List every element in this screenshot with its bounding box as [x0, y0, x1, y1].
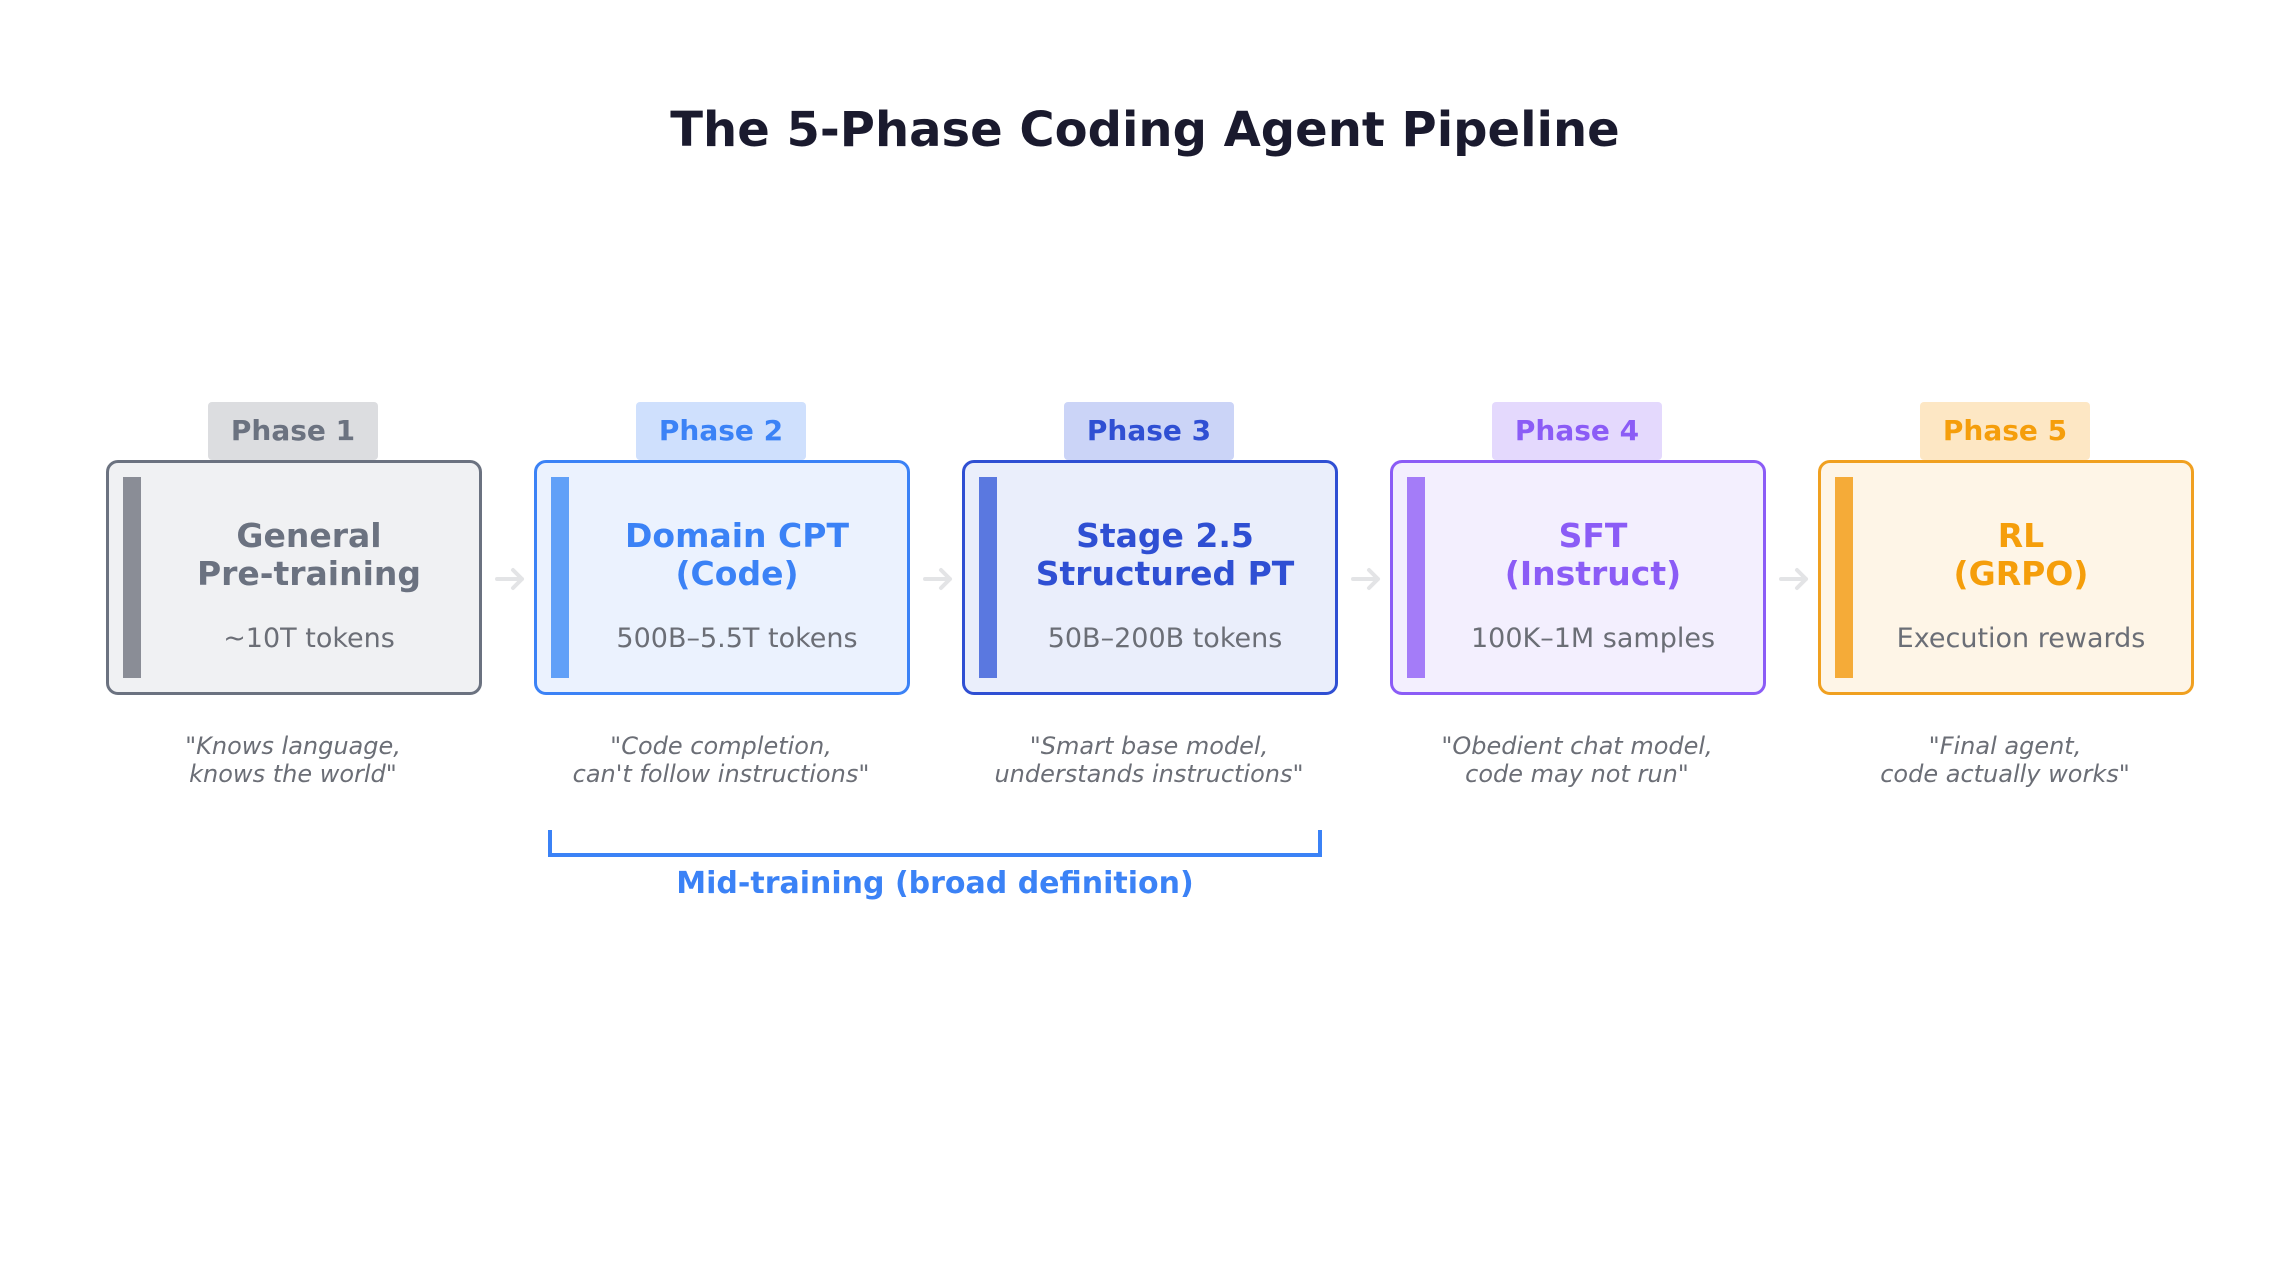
arrow-right-icon: [1351, 568, 1380, 590]
phase-quote: "Final agent, code actually works": [1880, 732, 2130, 788]
phase-scale: 500B–5.5T tokens: [616, 623, 858, 654]
phase-name: Stage 2.5 Structured PT: [1035, 516, 1295, 593]
arrow-right-icon: [1779, 568, 1808, 590]
phase-name: General Pre-training: [196, 516, 422, 593]
phase-box: Stage 2.5 Structured PT 50B–200B tokens: [962, 460, 1338, 695]
phase-box: RL (GRPO) Execution rewards: [1818, 460, 2194, 695]
phase-scale: Execution rewards: [1896, 623, 2146, 654]
phase-badge: Phase 1: [208, 402, 378, 460]
arrow-right-icon: [923, 568, 952, 590]
phase-quote: "Smart base model, understands instructi…: [994, 732, 1304, 788]
phase-name: Domain CPT (Code): [625, 516, 849, 593]
phase-box: SFT (Instruct) 100K–1M samples: [1390, 460, 1766, 695]
mid-training-label: Mid-training (broad definition): [676, 866, 1194, 901]
arrow-right-icon: [495, 568, 524, 590]
phase-badge: Phase 5: [1920, 402, 2090, 460]
phase-scale: ~10T tokens: [223, 623, 395, 654]
mid-training-bracket: [548, 830, 1322, 857]
phase-accent-bar: [1835, 477, 1853, 678]
phase-badge: Phase 4: [1492, 402, 1662, 460]
phase-name: SFT (Instruct): [1504, 516, 1682, 593]
phase-accent-bar: [123, 477, 141, 678]
phase-badge: Phase 3: [1064, 402, 1234, 460]
diagram-title: The 5-Phase Coding Agent Pipeline: [670, 102, 1620, 158]
phase-box: General Pre-training ~10T tokens: [106, 460, 482, 695]
phase-accent-bar: [979, 477, 997, 678]
phase-accent-bar: [1407, 477, 1425, 678]
phase-scale: 100K–1M samples: [1470, 623, 1716, 654]
phase-badge: Phase 2: [636, 402, 806, 460]
phase-quote: "Obedient chat model, code may not run": [1441, 732, 1713, 788]
phase-name: RL (GRPO): [1953, 516, 2089, 593]
phase-scale: 50B–200B tokens: [1047, 623, 1283, 654]
phase-quote: "Knows language, knows the world": [185, 732, 401, 788]
phase-box: Domain CPT (Code) 500B–5.5T tokens: [534, 460, 910, 695]
phase-accent-bar: [551, 477, 569, 678]
phase-quote: "Code completion, can't follow instructi…: [572, 732, 870, 788]
